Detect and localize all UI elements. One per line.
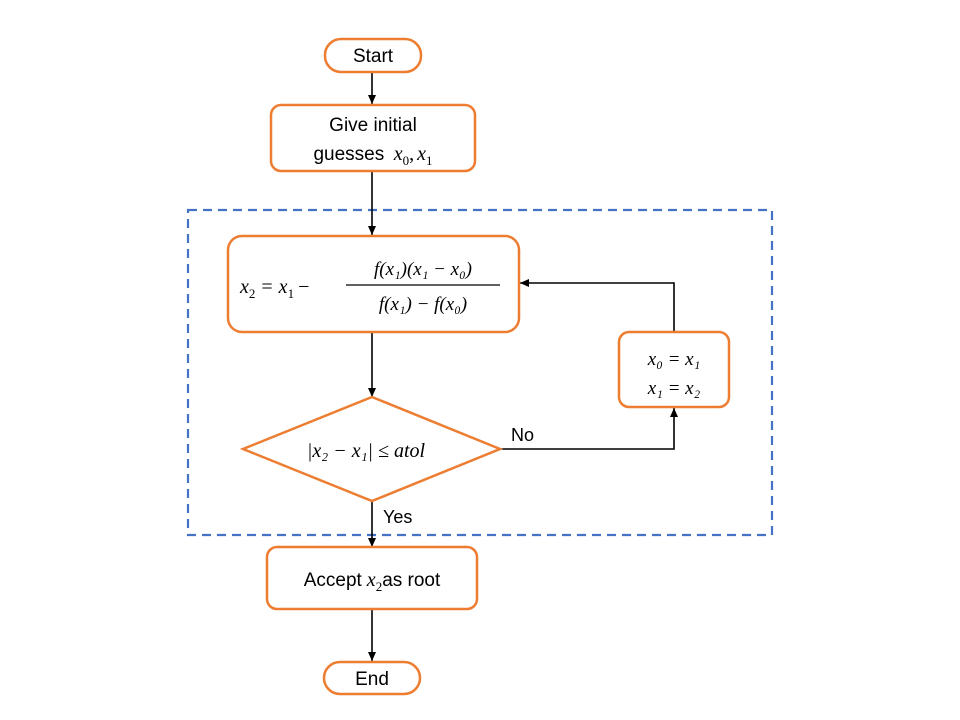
- initial-guess-line2: guesses x0,x1: [313, 143, 432, 168]
- initial-guess-line1: Give initial: [329, 115, 417, 136]
- update-formula-denominator: f(x₁) − f(x₀): [379, 294, 467, 315]
- end-node: [322, 660, 422, 696]
- end-label: End: [355, 669, 389, 690]
- start-label: Start: [353, 46, 394, 67]
- tolerance-check-node: [239, 395, 504, 503]
- swap-node: [617, 330, 731, 409]
- tolerance-check-expression: |x₂ − x₁| ≤ atol: [307, 440, 426, 462]
- edge-label-no: No: [511, 425, 534, 445]
- update-formula-lhs: x2=x1−: [239, 276, 309, 301]
- start-node: [323, 37, 423, 74]
- edge-check-no-to-swap: [500, 408, 678, 450]
- edge-label-yes: Yes: [383, 507, 412, 527]
- update-formula-numerator: f(x₁)(x₁ − x₀): [374, 259, 472, 280]
- swap-line1: x₀ = x₁: [647, 349, 700, 370]
- iteration-loop-group: [186, 208, 774, 537]
- edge-swap-to-formula: [520, 279, 675, 332]
- update-formula-node: [226, 234, 521, 334]
- accept-node: [265, 545, 479, 611]
- initial-guess-node: [269, 103, 477, 173]
- swap-line2: x₁ = x₂: [647, 378, 701, 399]
